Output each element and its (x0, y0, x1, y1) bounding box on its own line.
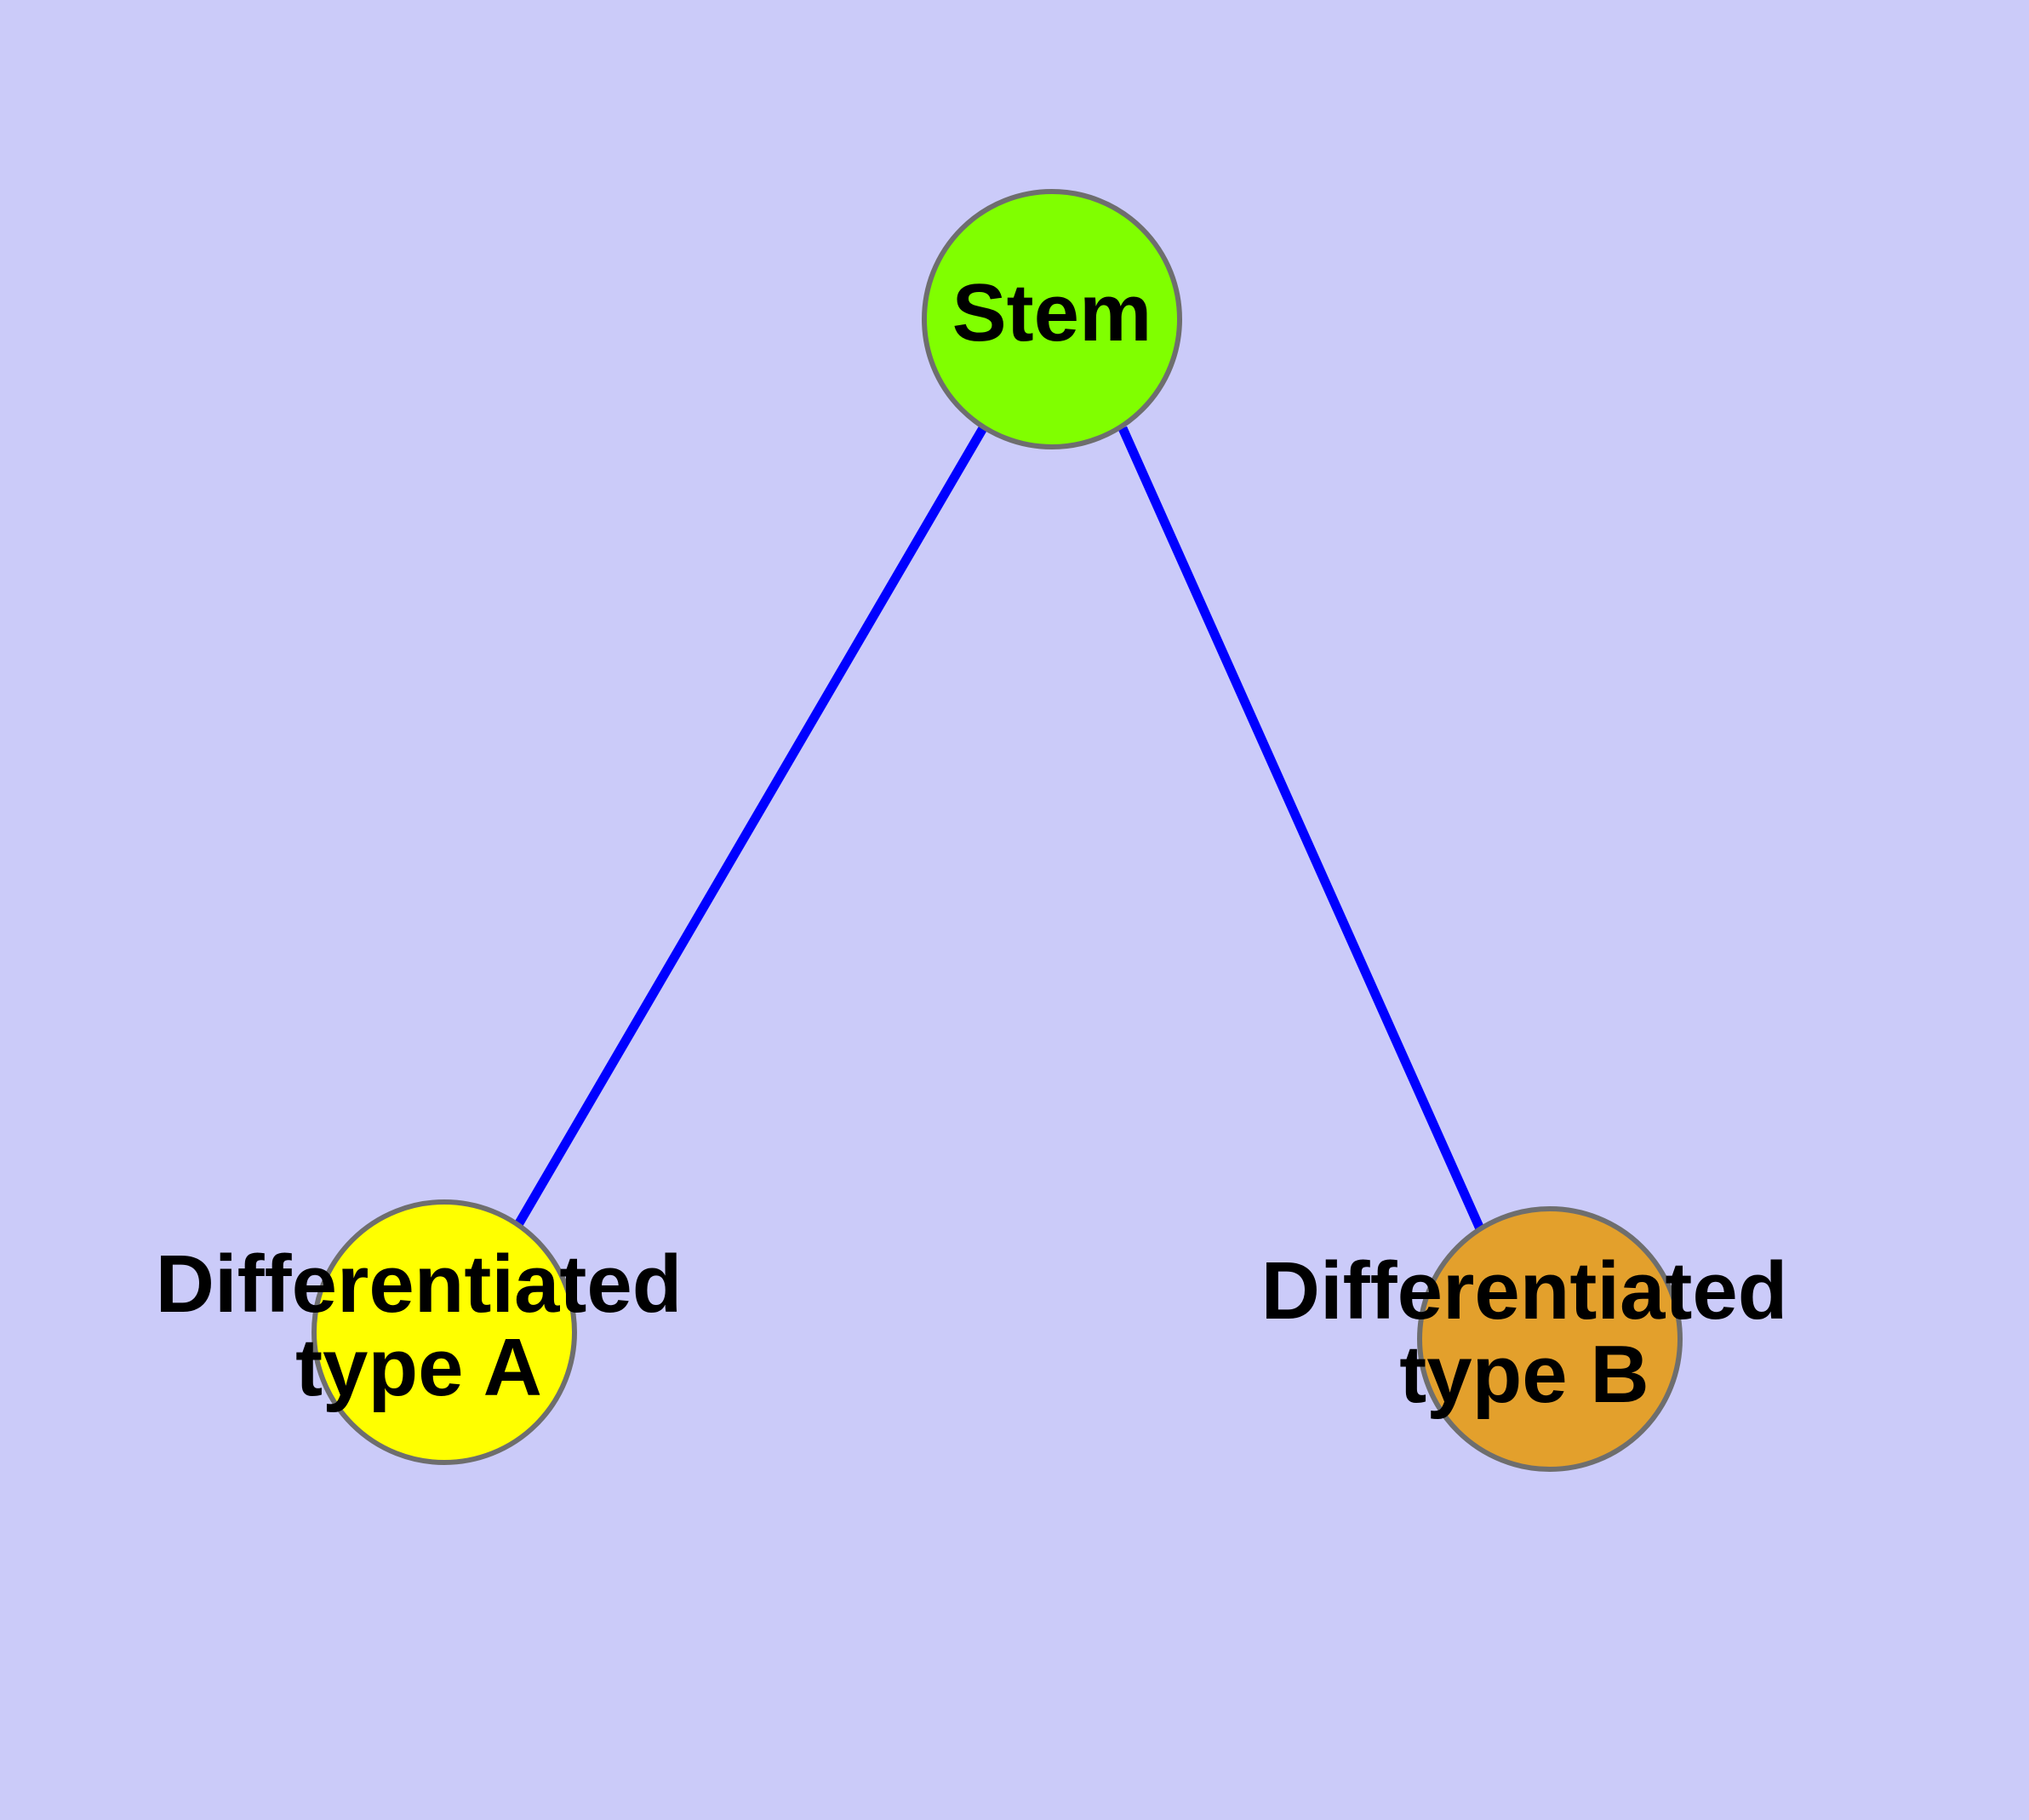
node-label-line: type B (1399, 1329, 1649, 1420)
edges-layer (512, 426, 1487, 1235)
edge-stem-to-diff-b[interactable] (1117, 426, 1487, 1235)
node-stem[interactable]: Stem (922, 189, 1182, 449)
node-label-line: Differentiated (156, 1239, 683, 1330)
node-circle-diff-b[interactable] (1417, 1206, 1683, 1472)
node-circle-stem[interactable] (922, 189, 1182, 449)
node-label-line: type A (295, 1322, 542, 1413)
node-label-line: Differentiated (1261, 1245, 1788, 1336)
node-circle-diff-a[interactable] (311, 1199, 577, 1465)
node-label-stem: Stem (952, 267, 1152, 358)
edge-stem-to-diff-a[interactable] (512, 426, 987, 1230)
node-label-line: Stem (952, 267, 1152, 358)
